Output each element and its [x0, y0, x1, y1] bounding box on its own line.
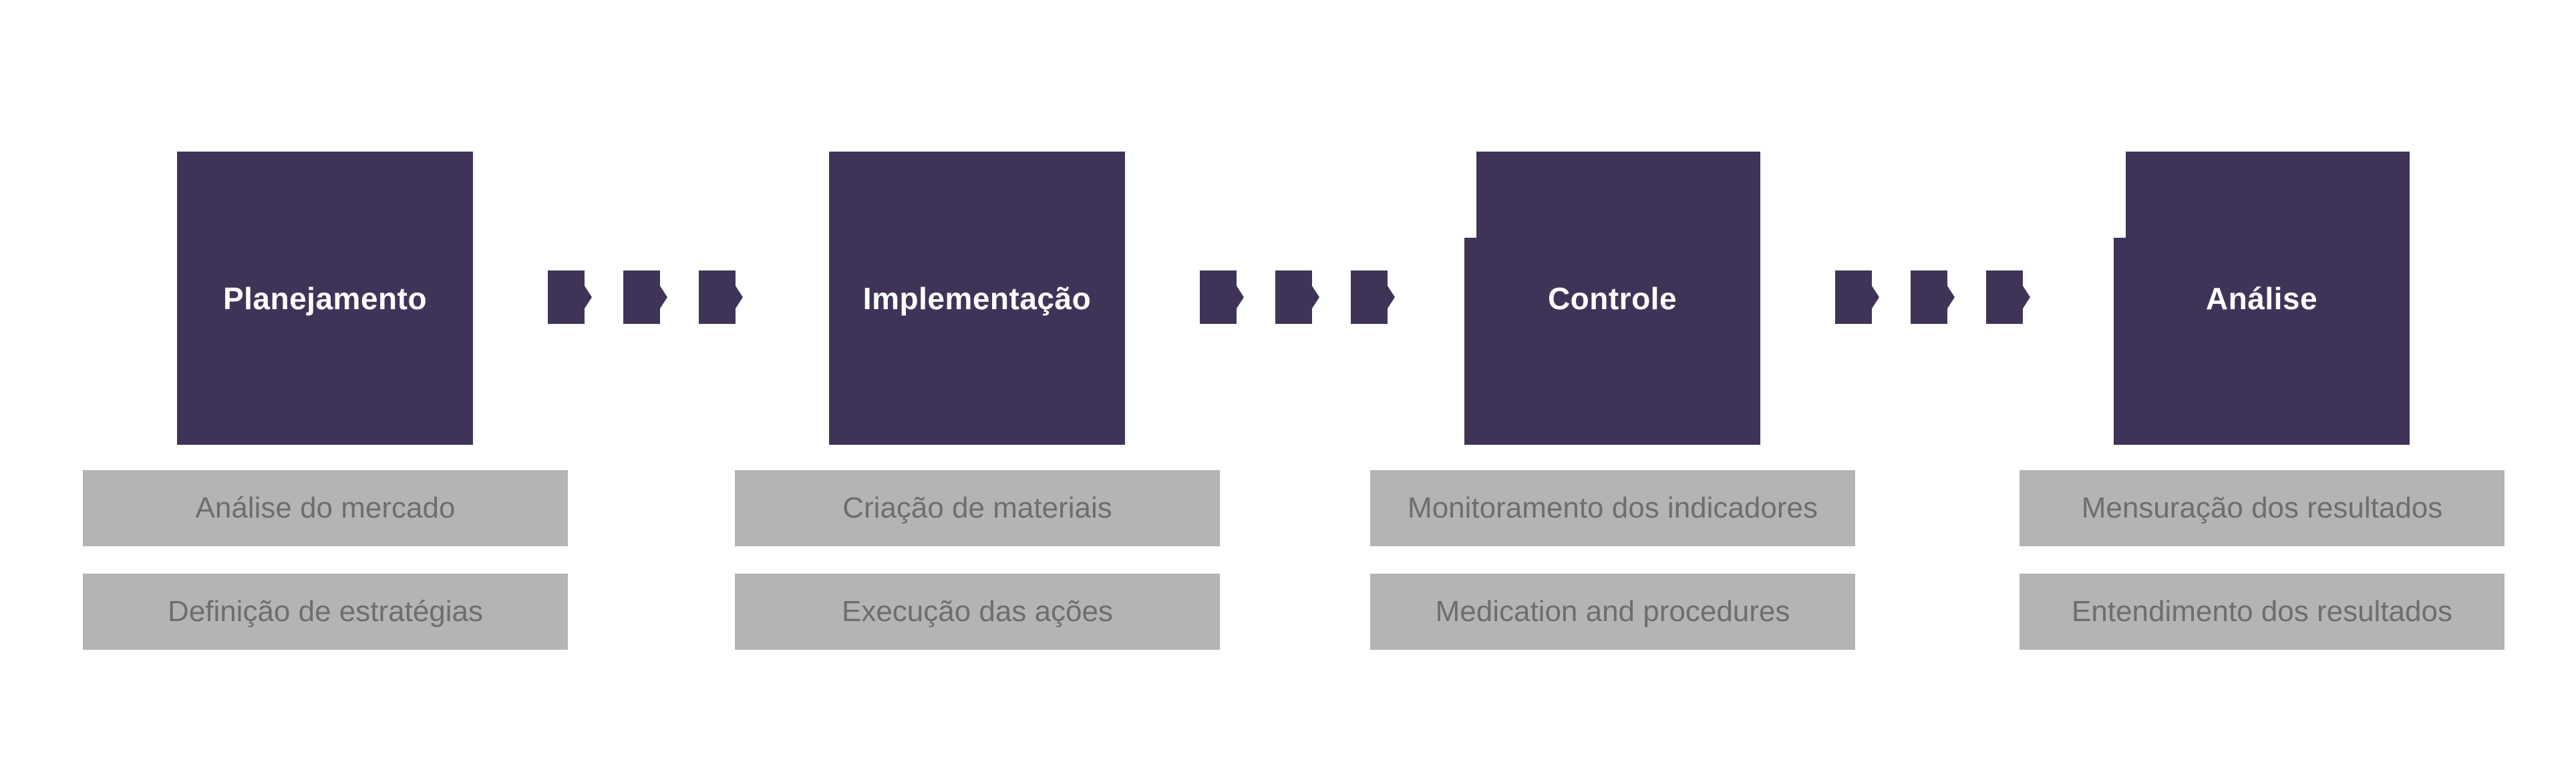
connector-arrow [548, 270, 736, 324]
stage-box-planejamento: Planejamento [177, 152, 473, 445]
connector-arrow [1835, 270, 2023, 324]
stage-item: Criação de materiais [735, 470, 1220, 546]
arrow-dash [1986, 270, 2023, 324]
stage-item: Execução das ações [735, 574, 1220, 650]
stage-item: Mensuração dos resultados [2020, 470, 2505, 546]
stage-title: Planejamento [222, 280, 428, 316]
stage-title: Análise [2205, 280, 2318, 316]
arrow-dash [1835, 270, 1872, 324]
arrow-dash [1275, 270, 1312, 324]
stage-box-analise: Análise [2114, 152, 2410, 445]
arrow-dash [1911, 270, 1947, 324]
stage-item: Definição de estratégias [83, 574, 568, 650]
stage-title: Implementação [862, 280, 1092, 316]
stage-box-implementacao: Implementação [829, 152, 1125, 445]
stage-item: Análise do mercado [83, 470, 568, 546]
arrow-dash [623, 270, 660, 324]
arrow-dash [548, 270, 585, 324]
stage-box-controle: Controle [1464, 152, 1760, 445]
stage-item: Monitoramento dos indicadores [1370, 470, 1855, 546]
stage-title: Controle [1547, 280, 1677, 316]
stage-item: Entendimento dos resultados [2020, 574, 2505, 650]
arrow-dash [699, 270, 736, 324]
arrow-dash [1200, 270, 1237, 324]
connector-arrow [1200, 270, 1388, 324]
arrow-dash [1351, 270, 1388, 324]
stage-item: Medication and procedures [1370, 574, 1855, 650]
